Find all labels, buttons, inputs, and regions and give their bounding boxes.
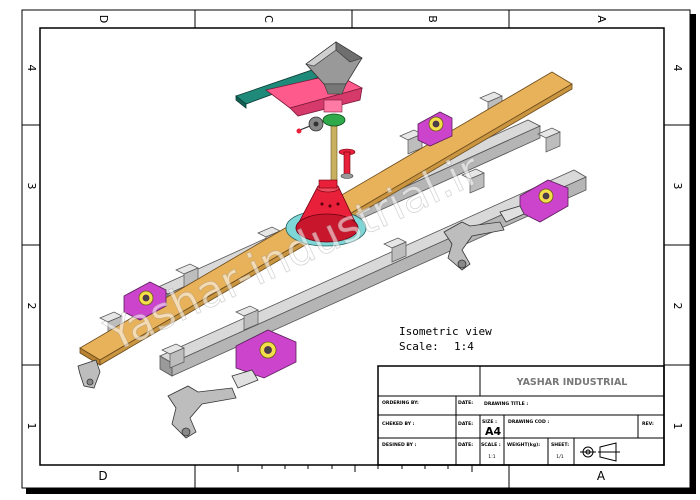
hopper: [305, 41, 363, 95]
date-label-3: DATE:: [458, 442, 473, 448]
hand-wheel: [296, 116, 324, 134]
drawing-title-label: DRAWING TITLE :: [484, 401, 528, 407]
left-row-3: 3: [25, 183, 38, 190]
view-title: Isometric view: [399, 325, 492, 338]
isometric-assembly: [77, 41, 587, 439]
view-scale-label: Scale:: [399, 340, 439, 353]
top-zone-b: B: [426, 15, 439, 23]
date-label-1: DATE:: [458, 400, 473, 406]
bottom-zone-d: D: [98, 469, 107, 483]
designed-by-label: DESINED BY :: [382, 442, 417, 448]
zone-ticks: [22, 10, 690, 488]
scale-value: 1:1: [488, 454, 495, 460]
size-value: A4: [485, 425, 502, 438]
bearing-front-right: [519, 179, 569, 223]
rev-label: REV:: [642, 421, 654, 427]
date-label-2: DATE:: [458, 421, 473, 427]
right-row-4: 4: [671, 65, 684, 72]
sheet-value: 1/1: [556, 454, 563, 460]
side-crank: [338, 148, 356, 179]
left-row-1: 1: [25, 423, 38, 430]
linkage-arms: [77, 205, 525, 439]
title-block: [377, 365, 665, 466]
projection-symbol-icon: [580, 442, 620, 462]
top-zone-d: D: [97, 15, 110, 23]
left-row-4: 4: [25, 65, 38, 72]
spreader-cone: [285, 179, 367, 247]
ordering-by-label: ORDERING BY:: [382, 400, 419, 406]
scale-label: SCALE :: [481, 442, 501, 448]
bearing-front-left: [235, 329, 297, 379]
weight-label: WEIGHT(kg):: [507, 442, 540, 448]
bearing-back-right: [417, 111, 453, 147]
right-row-1: 1: [671, 423, 684, 430]
top-zone-c: C: [262, 15, 275, 23]
sheet-label: SHEET:: [551, 442, 569, 448]
bottom-zone-a: A: [597, 469, 606, 483]
company-name: YASHAR INDUSTRIAL: [516, 377, 628, 388]
right-row-2: 2: [671, 303, 684, 310]
bearing-brackets: [123, 111, 569, 379]
bearing-back-left: [123, 281, 167, 321]
top-zone-a: A: [595, 15, 608, 23]
checked-by-label: CHEKED BY :: [382, 421, 415, 427]
rail-posts: [99, 91, 561, 369]
size-label: SIZE :: [482, 419, 497, 425]
view-scale-value: 1:4: [454, 340, 474, 353]
right-row-3: 3: [671, 183, 684, 190]
drawing-cod-label: DRAWING COD :: [508, 419, 549, 425]
left-row-2: 2: [25, 303, 38, 310]
drive-collar: [322, 113, 346, 127]
